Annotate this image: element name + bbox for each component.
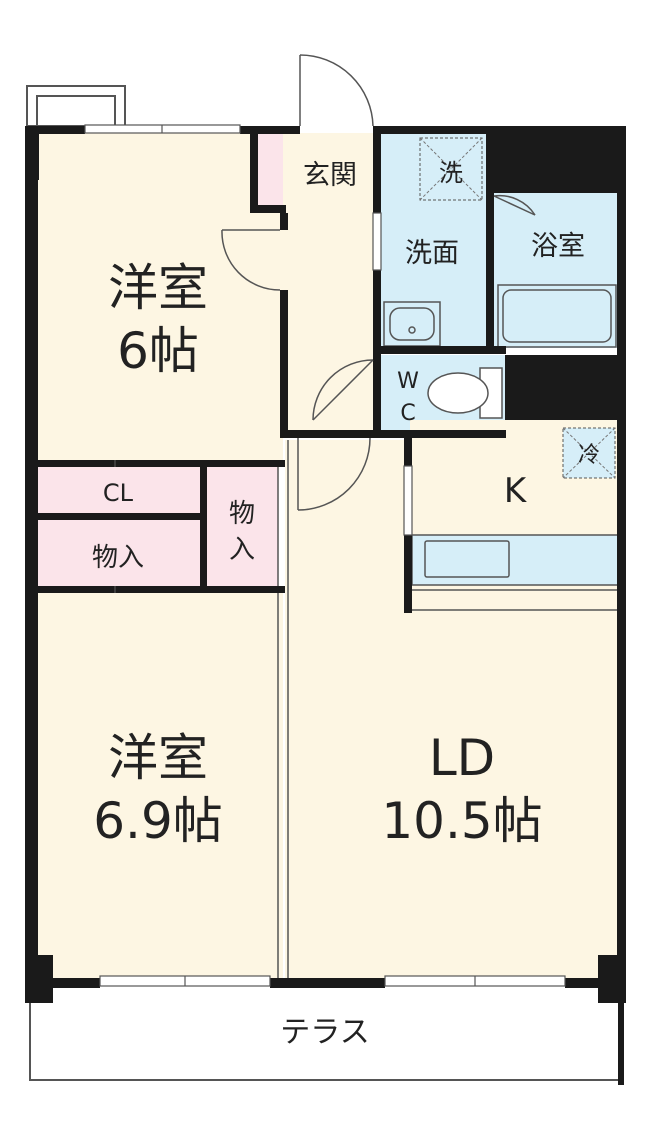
bath-floor	[494, 193, 618, 348]
kitchen-name: K	[504, 471, 528, 511]
western-room-1-size: 6帖	[117, 322, 199, 380]
kitchen-counter	[411, 534, 621, 586]
entrance-name: 玄関	[303, 160, 357, 191]
closet-name: CL	[103, 479, 134, 507]
storage-mid-line2: 入	[229, 535, 255, 565]
washer-slot	[419, 137, 483, 201]
closet-floor	[38, 465, 201, 515]
bathtub	[497, 284, 617, 348]
window-mullions	[161, 125, 476, 986]
western-room-2-floor	[38, 592, 283, 978]
washroom-name: 洗面	[405, 238, 459, 269]
entrance-shoebox	[258, 133, 283, 205]
western-room-1-floor	[38, 133, 283, 463]
western-room-2-name: 洋室	[108, 729, 208, 787]
western-room-1-name: 洋室	[108, 259, 208, 317]
wc-line1: W	[397, 369, 419, 394]
western-room-2-size: 6.9帖	[93, 792, 223, 850]
fridge-name: 冷	[578, 443, 600, 468]
doors	[221, 54, 536, 511]
ld-name: LD	[429, 729, 495, 787]
ld-size: 10.5帖	[381, 792, 542, 850]
storage-mid-floor	[206, 465, 278, 588]
balcony-rail	[26, 85, 126, 127]
terrace	[29, 990, 624, 1085]
washer-name: 洗	[439, 159, 463, 187]
walls	[25, 126, 626, 1003]
storage-left-name: 物入	[92, 543, 144, 573]
storage-left-floor	[38, 520, 201, 588]
terrace-name: テラス	[280, 1015, 369, 1050]
bath-name: 浴室	[531, 231, 585, 262]
toilet	[427, 367, 503, 419]
storage-mid-line1: 物	[229, 499, 255, 529]
labels: 洋室 6帖 洋室 6.9帖 LD 10.5帖 K 玄関 洗面 洗 浴室 W C …	[92, 159, 600, 1050]
entrance-floor	[283, 133, 378, 433]
ld-floor	[285, 440, 620, 978]
wc-line2: C	[400, 401, 415, 426]
